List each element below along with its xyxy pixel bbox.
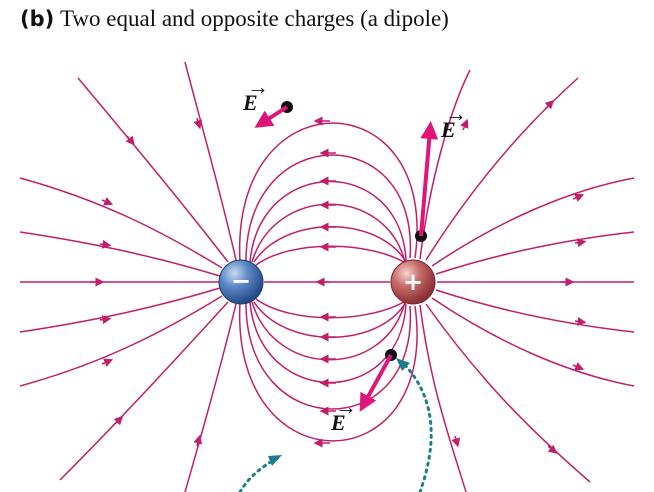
field-line-loop-top-5: [245, 154, 412, 263]
field-line-neg-up-1: [184, 61, 237, 261]
field-line-arrow: [99, 239, 112, 249]
e-vector-top: [254, 105, 289, 128]
field-line-neg-down-3: [19, 295, 223, 387]
caption-text: Two equal and opposite charges (a dipole…: [59, 6, 449, 31]
field-line-arrow: [574, 316, 587, 326]
field-line-arrow: [99, 315, 112, 325]
field-line-loop-top-4: [249, 180, 407, 263]
negative-charge: −: [218, 259, 264, 305]
figure-caption: (b) Two equal and opposite charges (a di…: [20, 6, 449, 32]
field-line-neg-down-2: [59, 301, 229, 481]
field-line-arrow: [193, 434, 203, 447]
field-line-neg-down-1: [184, 303, 237, 492]
positive-charge: +: [390, 259, 436, 305]
field-line-loop-bottom-2: [253, 301, 407, 338]
e-vector-right: [419, 121, 439, 237]
field-line-arrow: [113, 415, 124, 426]
field-line-arrow: [544, 99, 555, 110]
dotted-pointer-right-head: [396, 358, 410, 371]
field-line-arrow: [125, 135, 135, 146]
field-line-arrow: [572, 193, 585, 202]
negative-outer-field-lines: [19, 61, 237, 492]
e-label-right: E: [440, 117, 456, 142]
field-line-loop-bottom-1: [255, 298, 410, 319]
positive-charge-symbol: +: [403, 268, 423, 296]
field-line-loop-bottom-6: [239, 301, 418, 442]
field-line-loop-top-6: [239, 122, 418, 263]
field-line-arrow: [101, 358, 114, 367]
field-line-arrow: [193, 117, 203, 130]
e-label-top: E: [242, 90, 258, 115]
field-line-pos-down-3: [431, 297, 635, 387]
e-arrow-right: →: [445, 101, 467, 126]
field-line-pos-up-3: [431, 177, 635, 267]
pointer-arrows: [238, 358, 433, 492]
e-arrow-top: →: [247, 74, 269, 99]
field-vectors: E → E → E →: [242, 74, 467, 435]
dotted-pointer-left-head: [268, 455, 282, 466]
field-line-arrow: [101, 197, 114, 206]
caption-label: (b): [20, 7, 55, 31]
field-line-arrow: [574, 238, 587, 248]
field-line-arrow: [451, 435, 461, 448]
e-label-bottom: E: [330, 410, 346, 435]
field-line-neg-down-4: [19, 287, 221, 333]
dotted-pointer-right: [400, 360, 433, 492]
field-line-neg-up-2: [77, 77, 229, 263]
field-line-pos-up-1: [419, 69, 471, 260]
field-line-pos-down-1: [419, 304, 467, 492]
field-line-arrow: [572, 362, 585, 371]
field-line-neg-up-3: [19, 177, 223, 269]
field-line-pos-up-4: [435, 231, 635, 275]
positive-outer-field-lines: [419, 69, 635, 492]
field-line-pos-up-2: [425, 77, 579, 261]
field-line-pos-down-4: [435, 289, 635, 333]
e-arrow-bottom: →: [335, 394, 357, 419]
field-line-loop-top-2: [253, 226, 407, 263]
connecting-field-lines: [239, 116, 418, 448]
field-line-loop-top-1: [255, 245, 410, 266]
field-line-neg-up-4: [19, 231, 221, 277]
field-line-arrow: [460, 118, 469, 131]
field-line-arrow: [547, 444, 558, 454]
field-line-loop-bottom-5: [245, 301, 412, 410]
negative-charge-symbol: −: [231, 267, 251, 295]
e-vector-bottom: [359, 354, 393, 412]
field-line-pos-down-2: [425, 303, 591, 483]
